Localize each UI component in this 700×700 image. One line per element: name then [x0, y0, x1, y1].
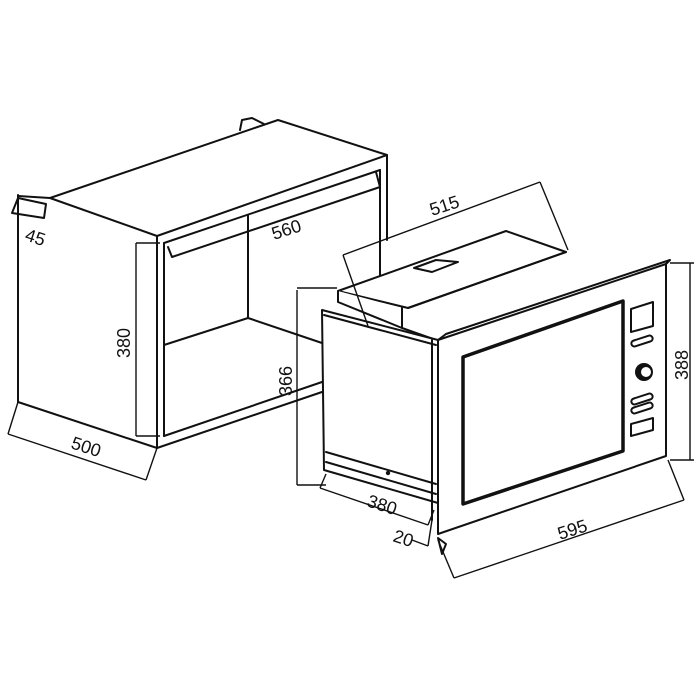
dim-niche-width: 560 — [269, 215, 304, 243]
dim-appliance-front-width: 595 — [555, 515, 590, 543]
dim-appliance-front-height: 388 — [672, 350, 692, 380]
cabinet-niche — [7, 117, 388, 481]
control-button — [630, 392, 654, 406]
dim-niche-depth: 500 — [69, 433, 104, 461]
start-button — [630, 417, 654, 437]
display-window — [630, 301, 654, 333]
dim-appliance-depth: 515 — [427, 191, 462, 219]
microwave-oven — [296, 181, 694, 579]
dim-appliance-body-height: 366 — [276, 366, 296, 396]
control-button — [630, 334, 654, 348]
dim-appliance-body-depth: 380 — [365, 491, 400, 519]
dim-niche-height: 380 — [114, 328, 134, 358]
dim-appliance-frame-offset: 20 — [391, 526, 416, 551]
control-panel — [630, 301, 654, 437]
dim-niche-top-offset: 45 — [23, 225, 48, 250]
control-button — [630, 401, 654, 415]
